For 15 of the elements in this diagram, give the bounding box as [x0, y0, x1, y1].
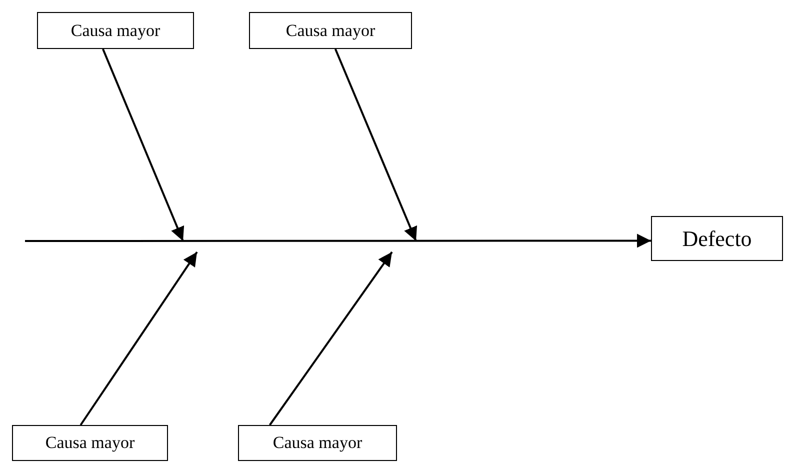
cause-label: Causa mayor: [272, 433, 362, 453]
cause-box: [37, 12, 194, 49]
cause-box: [238, 425, 397, 461]
effect-box: [651, 216, 783, 261]
cause-box: [12, 425, 168, 461]
cause-label: Causa mayor: [70, 20, 160, 40]
effect-label: Defecto: [682, 226, 752, 252]
bone-arrow: [334, 48, 418, 242]
cause-box: [249, 12, 412, 49]
cause-label: Causa mayor: [45, 433, 135, 453]
spine-arrow: [25, 234, 651, 248]
cause-label: Causa mayor: [286, 20, 376, 40]
bone-arrow: [80, 251, 198, 426]
bone-arrow: [102, 48, 184, 242]
bone-arrow: [268, 251, 393, 426]
